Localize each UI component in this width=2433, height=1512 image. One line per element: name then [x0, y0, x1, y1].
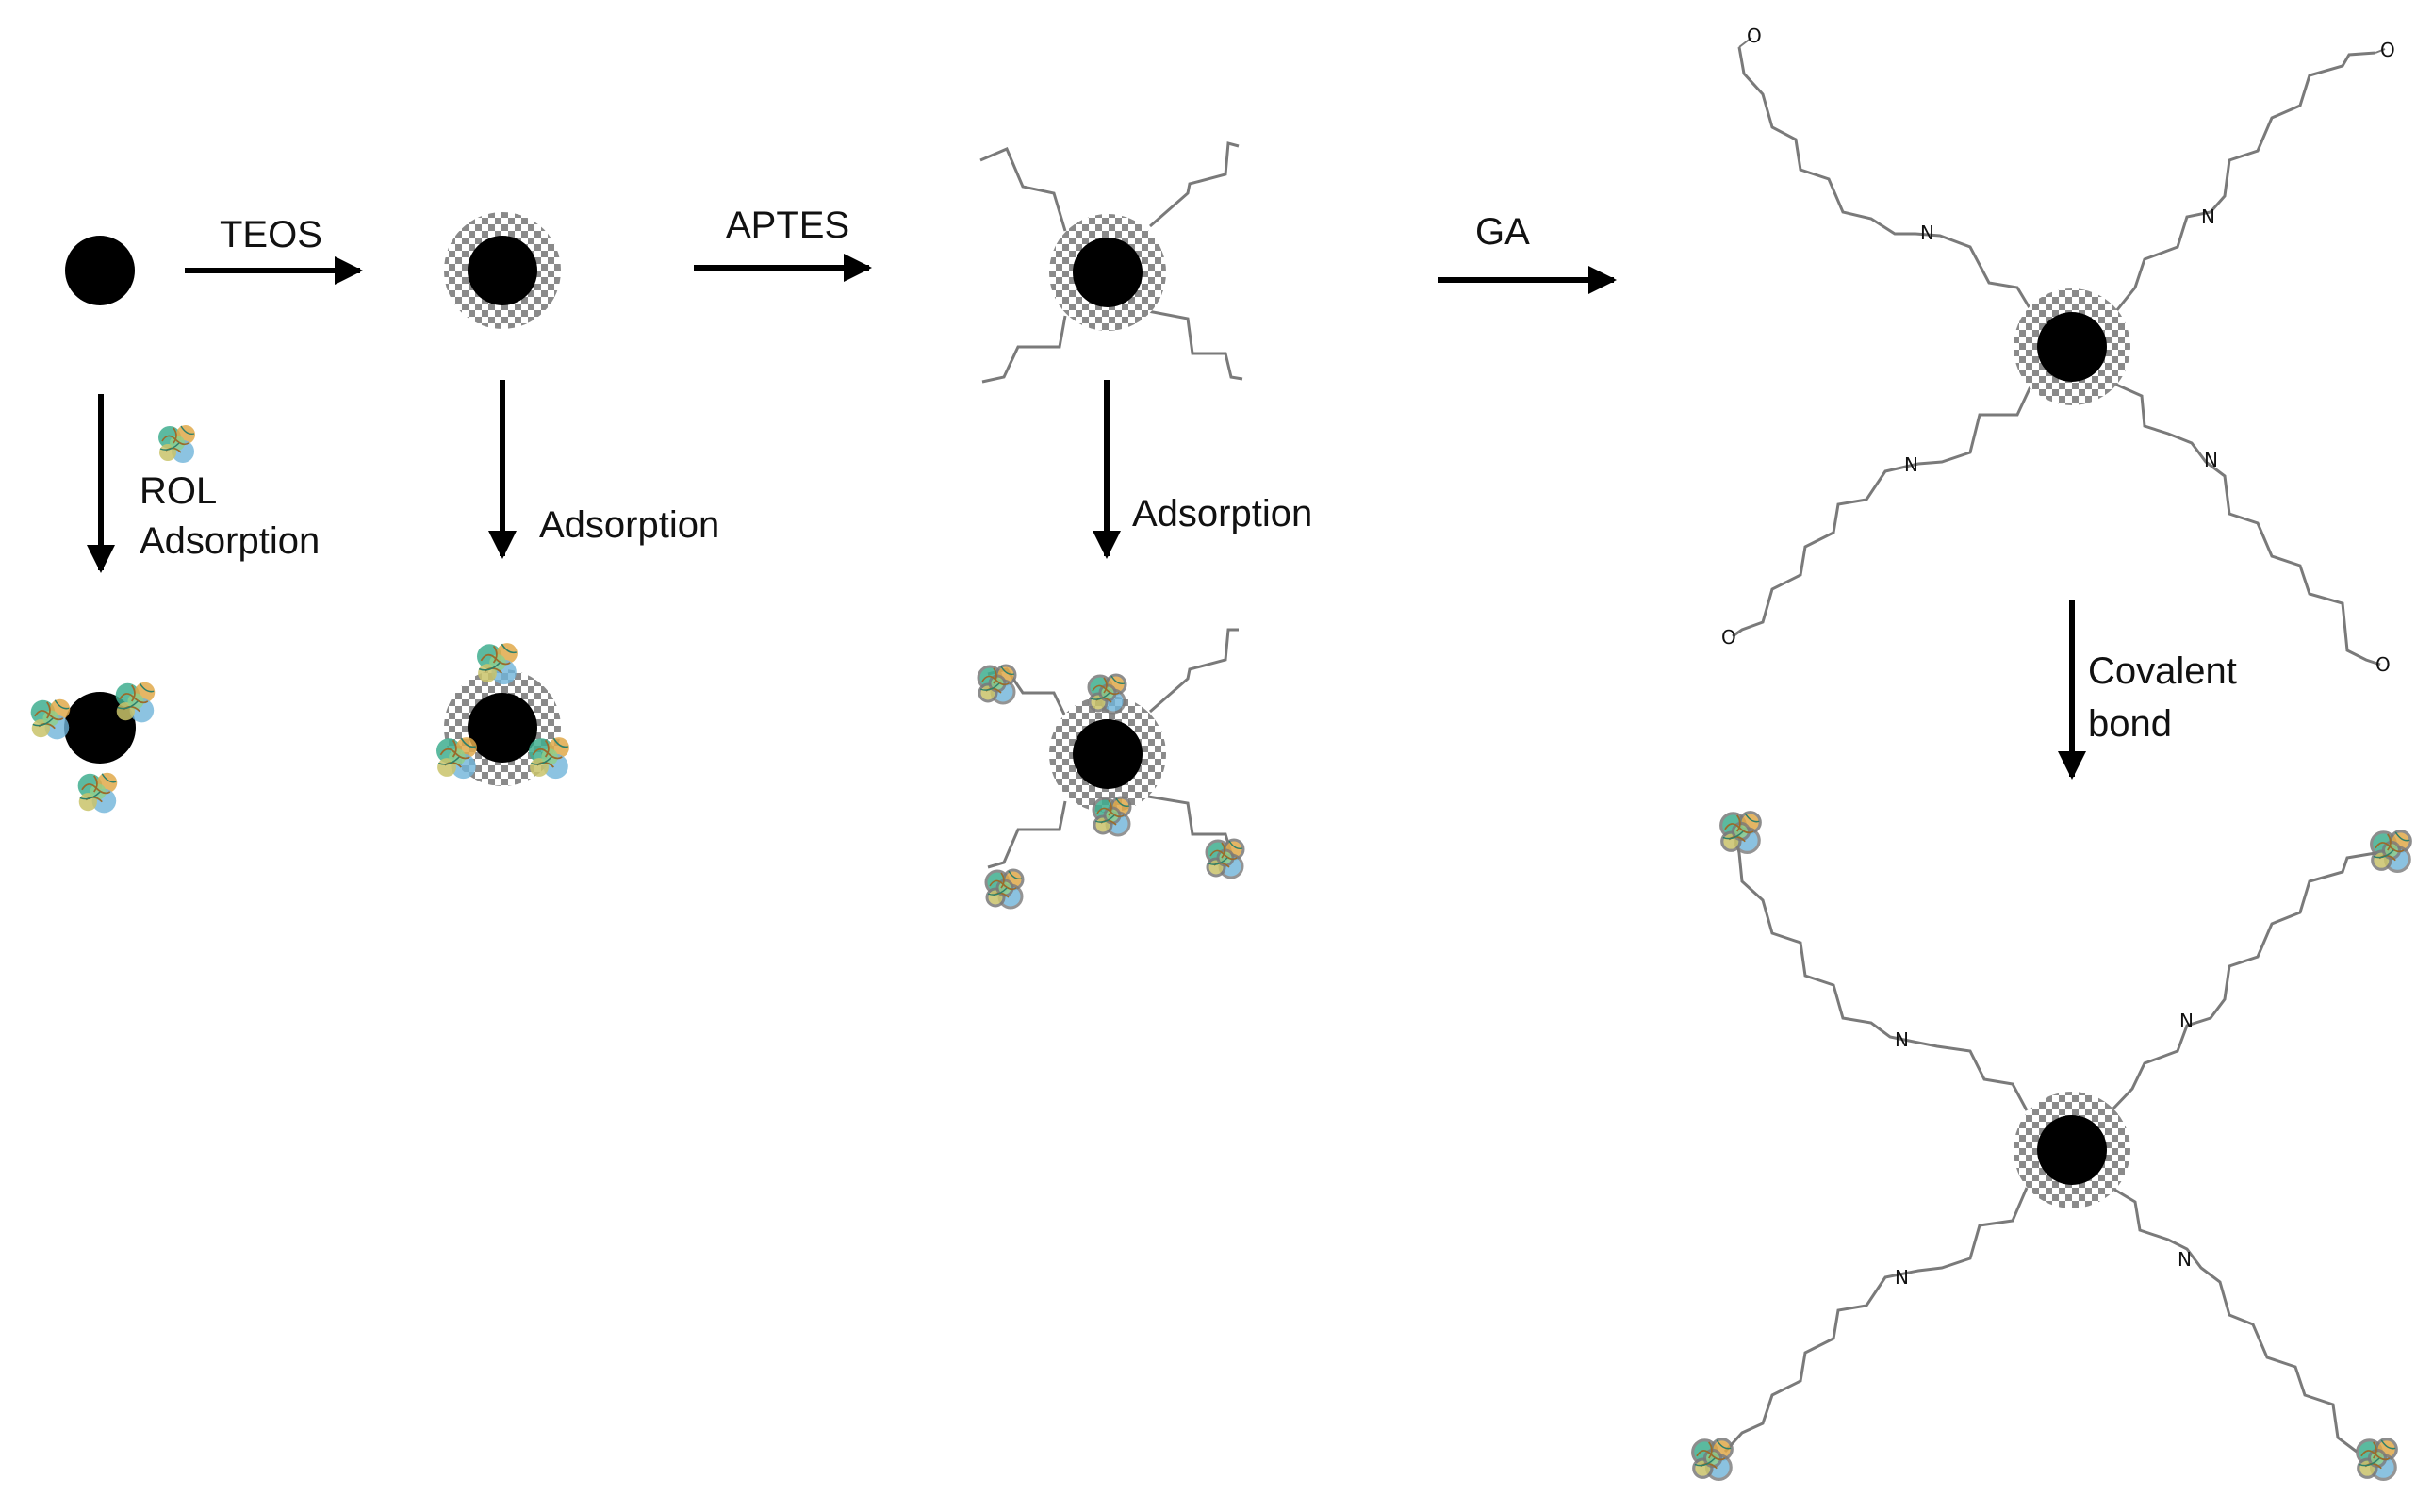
nitrogen-atom: N — [1895, 1266, 1909, 1289]
nitrogen-atom: N — [2204, 449, 2218, 471]
enzyme-icon — [76, 771, 119, 814]
covalent-label: Covalent — [2088, 650, 2237, 692]
enzyme-icon — [476, 642, 518, 685]
enzyme-icon — [1719, 811, 1762, 855]
enzyme-icon — [1092, 796, 1132, 837]
rol-adsorption-label: Adsorption — [140, 520, 321, 562]
enzyme-icon — [1691, 1438, 1734, 1482]
nitrogen-atom: N — [1904, 453, 1918, 476]
teos-label: TEOS — [220, 214, 322, 255]
oxygen-atom: O — [1747, 25, 1762, 47]
nitrogen-atom: N — [1895, 1028, 1909, 1051]
enzyme-icon — [984, 868, 1025, 910]
enzyme-icon — [436, 736, 478, 780]
enzyme-icon — [528, 736, 570, 780]
silica-coated-particle — [444, 212, 561, 329]
rol-label: ROL — [140, 470, 218, 512]
nitrogen-atom: N — [2179, 1010, 2194, 1032]
ga-activated-particle — [1732, 37, 2386, 666]
oxygen-atom: O — [2375, 653, 2391, 676]
nitrogen-atom: N — [2201, 205, 2215, 228]
core-particle-icon — [65, 236, 135, 305]
enzyme-icon — [1205, 838, 1245, 879]
silica-particle-with-enzymes — [436, 642, 570, 786]
adsorption-label-2: Adsorption — [1132, 493, 1313, 534]
enzyme-icon — [2356, 1438, 2398, 1482]
enzyme-icon — [2370, 830, 2412, 874]
core-particle-icon — [468, 236, 537, 305]
enzyme-icon — [29, 698, 72, 741]
aptes-functionalized-particle — [979, 141, 1243, 384]
enzyme-icon — [977, 664, 1017, 705]
core-with-enzymes — [29, 681, 156, 814]
ga-label: GA — [1475, 211, 1530, 253]
oxygen-atom: O — [1721, 626, 1736, 649]
covalently-bound-particle — [1691, 811, 2412, 1482]
adsorption-label-1: Adsorption — [539, 504, 720, 546]
enzyme-icon — [1087, 673, 1127, 715]
oxygen-atom: O — [2380, 39, 2395, 61]
enzyme-icon — [157, 424, 196, 464]
aptes-label: APTES — [726, 205, 850, 246]
nitrogen-atom: N — [1920, 222, 1934, 244]
bond-label: bond — [2088, 703, 2172, 745]
nitrogen-atom: N — [2178, 1248, 2192, 1271]
enzyme-icon — [114, 681, 156, 724]
aptes-particle-with-enzymes — [977, 628, 1245, 910]
